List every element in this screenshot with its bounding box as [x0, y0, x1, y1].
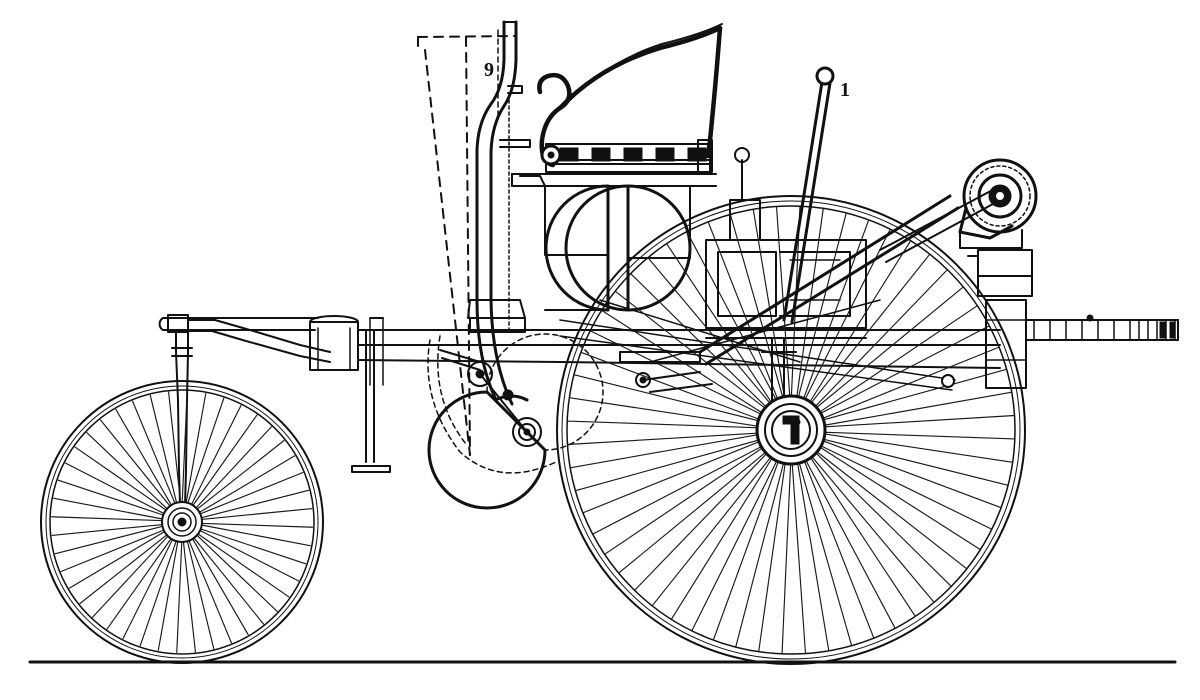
- seat-slat-base: [540, 139, 713, 173]
- finned-cooling-cylinder: [1025, 314, 1179, 341]
- front-fork: [171, 329, 193, 506]
- engine-block: [705, 147, 867, 413]
- rear-wheel-hub: [755, 394, 827, 466]
- flywheel-drum-left: [544, 184, 610, 312]
- steering-linkage-drum: [427, 333, 713, 510]
- flywheel-drum-right: [564, 184, 692, 312]
- rear-axle-bearing: [967, 249, 1033, 389]
- hand-lever-with-ball-knob: [782, 66, 835, 324]
- callout-label-1: 1: [840, 79, 850, 101]
- seat-deck: [511, 173, 717, 187]
- steering-column: [467, 20, 531, 406]
- front-wheel: [40, 380, 324, 664]
- frame-support-strut: [351, 329, 391, 473]
- dashed-steering-alternate-position: [417, 29, 516, 456]
- callout-label-9: 9: [484, 59, 494, 81]
- belt-pulley: [958, 158, 1038, 249]
- tie-rods: [559, 299, 956, 391]
- frame-rail: [158, 314, 1001, 386]
